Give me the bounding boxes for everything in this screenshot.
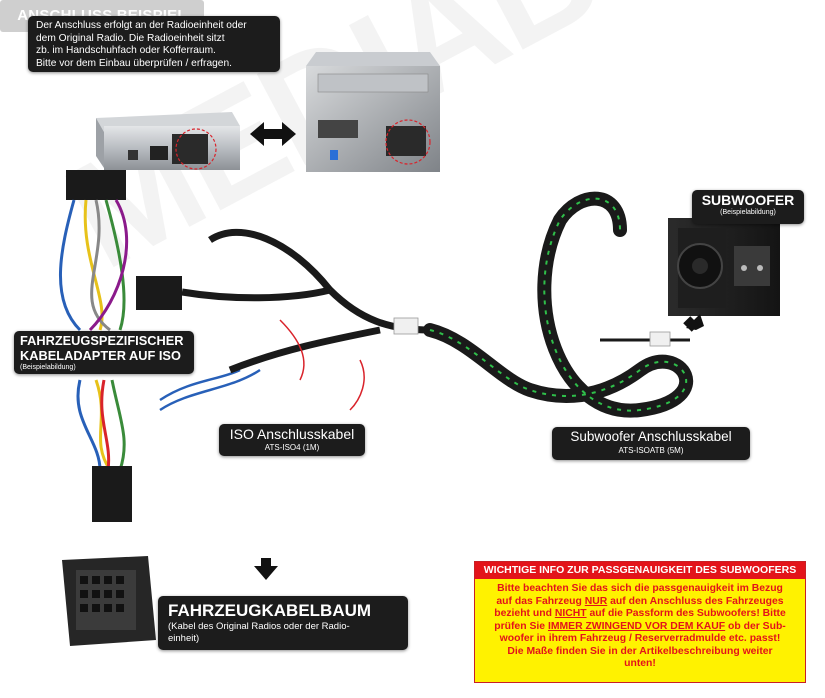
warning-line: Bitte beachten Sie das sich die passgena… (497, 583, 783, 594)
warning-line: Die Maße finden Sie in der Artikelbeschr… (507, 645, 773, 657)
vehicle-harness-image (62, 556, 156, 646)
subwoofer-image (668, 218, 780, 316)
vehicle-adapter-title-line1: FAHRZEUGSPEZIFISCHER (20, 333, 184, 348)
intro-line: Bitte vor dem Einbau überprüfen / erfrag… (36, 57, 232, 69)
vehicle-adapter-label: FAHRZEUGSPEZIFISCHER KABELADAPTER AUF IS… (14, 331, 194, 374)
warning-body: Bitte beachten Sie das sich die passgena… (475, 579, 805, 671)
subwoofer-title: SUBWOOFER (701, 192, 795, 208)
vehicle-harness-line2: einheit) (168, 633, 200, 644)
subwoofer-cable-title: Subwoofer Anschlusskabel (570, 429, 732, 444)
iso-cable-label: ISO Anschlusskabel ATS-ISO4 (1M) (219, 424, 365, 456)
swap-arrow-icon (250, 122, 296, 146)
warning-line: woofer in ihrem Fahrzeug / Reserverradmu… (499, 633, 781, 644)
warning-header: WICHTIGE INFO ZUR PASSGENAUIGKEIT DES SU… (475, 562, 805, 579)
vehicle-adapter-title-line2: KABELADAPTER AUF ISO (20, 348, 181, 363)
vehicle-harness-line1: (Kabel des Original Radios oder der Radi… (168, 621, 350, 632)
subwoofer-cable-label: Subwoofer Anschlusskabel ATS-ISOATB (5M) (552, 427, 750, 460)
subwoofer-note: (Beispielabildung) (720, 209, 776, 216)
vehicle-harness-title: FAHRZEUGKABELBAUM (168, 601, 372, 620)
warning-line: auf das Fahrzeug NUR auf den Anschluss d… (496, 595, 784, 607)
subwoofer-label: SUBWOOFER (Beispielabildung) (692, 190, 804, 224)
vehicle-harness-label: FAHRZEUGKABELBAUM (Kabel des Original Ra… (158, 596, 408, 650)
intro-line: Der Anschluss erfolgt an der Radioeinhei… (36, 20, 247, 31)
down-arrow-icon (254, 558, 278, 580)
radio-headunit-image (306, 52, 440, 172)
iso-cable-title: ISO Anschlusskabel (229, 426, 355, 442)
iso-cable-image (136, 228, 431, 412)
warning-line: bezieht und NICHT auf die Passform des S… (494, 608, 786, 619)
warning-line: unten! (624, 658, 656, 669)
intro-note: Der Anschluss erfolgt an der Radioeinhei… (28, 16, 280, 72)
vehicle-adapter-note: (Beispielabildung) (20, 364, 76, 371)
subwoofer-cable-code: ATS-ISOATB (5M) (618, 446, 684, 455)
fitment-warning-box: WICHTIGE INFO ZUR PASSGENAUIGKEIT DES SU… (474, 561, 806, 683)
radio-module-image (96, 112, 240, 170)
iso-cable-code: ATS-ISO4 (1M) (264, 443, 320, 452)
warning-line: prüfen Sie IMMER ZWINGEND VOR DEM KAUF o… (494, 620, 786, 632)
intro-line: dem Original Radio. Die Radioeinheit sit… (36, 32, 225, 44)
subwoofer-cable-image (423, 191, 694, 418)
intro-line: zb. im Handschuhfach oder Kofferraum. (36, 45, 216, 57)
pointer-arrow-icon (683, 314, 704, 332)
vehicle-adapter-image (58, 170, 132, 522)
